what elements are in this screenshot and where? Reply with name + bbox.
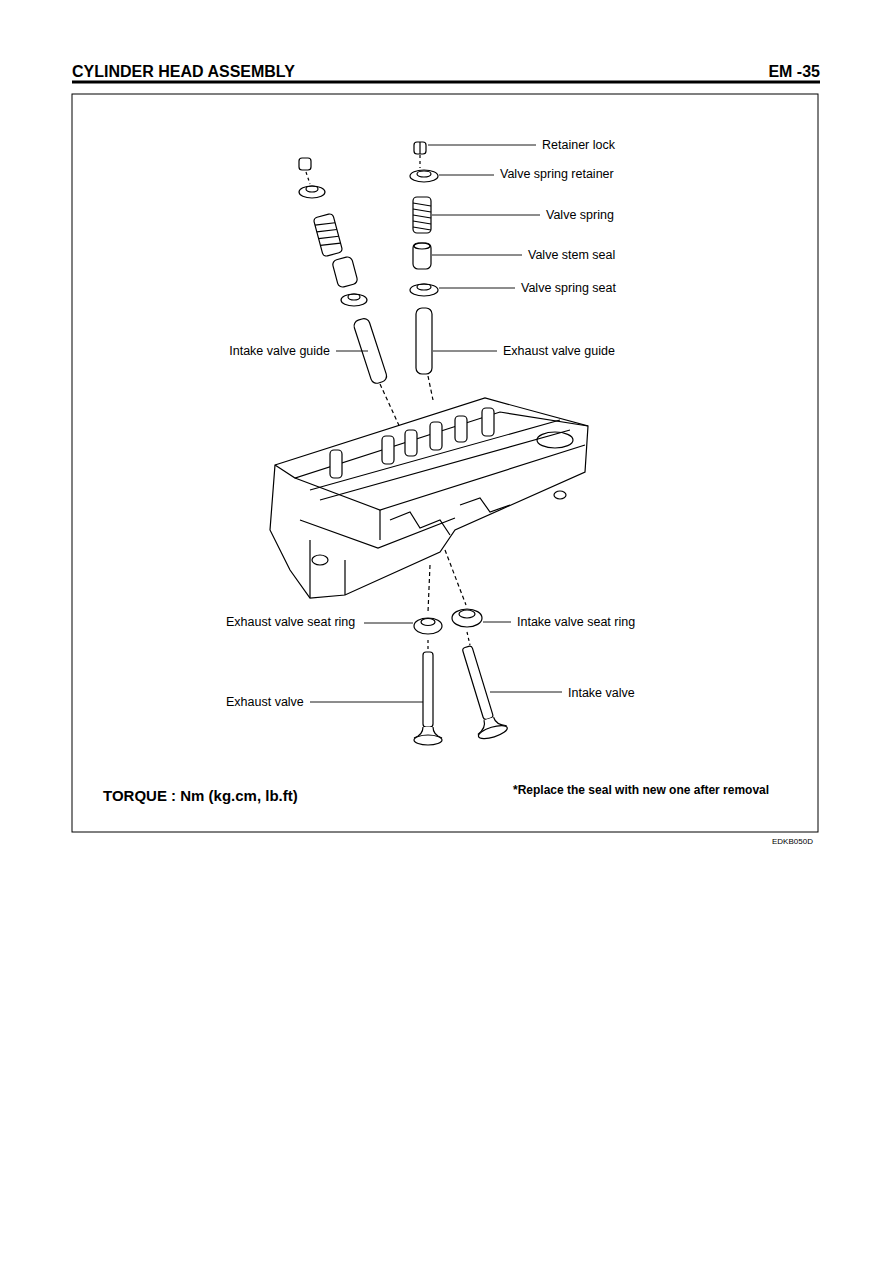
part-label: Valve stem seal <box>528 249 615 262</box>
note-text: TORQUE : Nm (kg.cm, lb.ft) <box>103 788 298 803</box>
part-label: Retainer lock <box>542 139 615 152</box>
part-label: Exhaust valve <box>226 696 304 709</box>
part-label: Exhaust valve seat ring <box>226 616 355 629</box>
page-heading: CYLINDER HEAD ASSEMBLY <box>72 64 295 80</box>
part-label: Intake valve seat ring <box>517 616 635 629</box>
part-label: Valve spring retainer <box>500 168 614 181</box>
note-text: *Replace the seal with new one after rem… <box>513 784 769 796</box>
part-label: Exhaust valve guide <box>503 345 615 358</box>
part-label: Valve spring <box>546 209 614 222</box>
page-number: EM -35 <box>768 64 820 80</box>
part-label: Intake valve <box>568 687 635 700</box>
note-text: EDKB050D <box>772 838 813 846</box>
part-label: Intake valve guide <box>229 345 330 358</box>
part-label: Valve spring seat <box>521 282 616 295</box>
